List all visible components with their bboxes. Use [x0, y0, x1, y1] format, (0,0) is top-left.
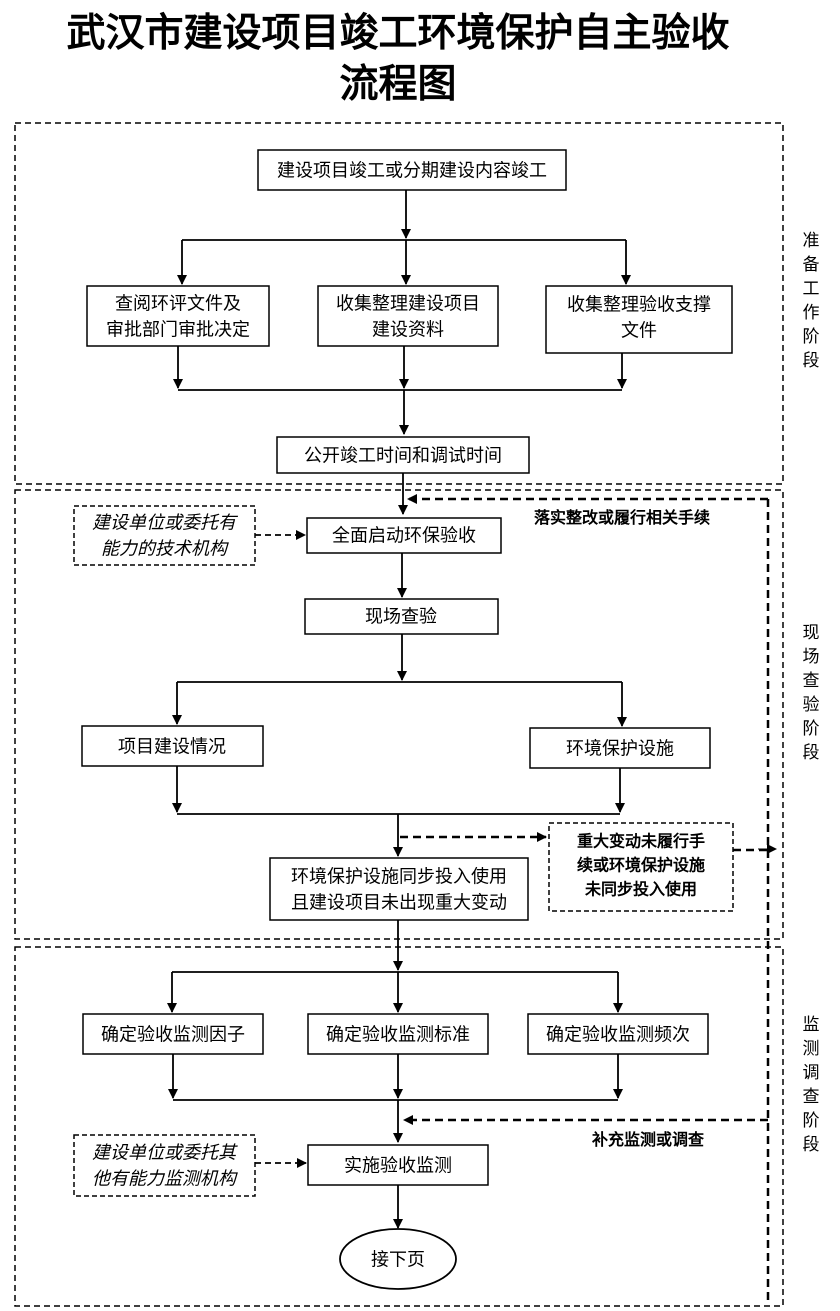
node-builder-monitor: 建设单位或委托其他有能力监测机构 [92, 1142, 238, 1189]
node-major-change: 重大变动未履行手续或环境保护设施未同步投入使用 [577, 832, 705, 899]
stage-prep-frame [14, 122, 784, 485]
stage-label-monitor: 监测调查阶段 [803, 1015, 820, 1155]
node-collect-support-box [545, 285, 733, 354]
node-review-eia: 查阅环评文件及审批部门审批决定 [106, 293, 250, 340]
node-collect-support: 收集整理验收支撑文件 [567, 294, 711, 341]
node-frequency-box [527, 1013, 709, 1055]
node-frequency: 确定验收监测频次 [546, 1024, 690, 1045]
node-completion: 建设项目竣工或分期建设内容竣工 [277, 160, 547, 181]
node-start-acceptance: 全面启动环保验收 [332, 525, 476, 546]
node-text-line: 确定验收监测因子 [101, 1024, 245, 1045]
node-collect-project-box [317, 285, 499, 347]
node-factors: 确定验收监测因子 [101, 1024, 245, 1045]
node-text-line: 建设资料 [372, 319, 444, 340]
node-review-eia-box [86, 285, 270, 347]
node-text-line: 能力的技术机构 [101, 538, 229, 559]
node-builder-tech: 建设单位或委托有能力的技术机构 [92, 512, 239, 559]
node-next-page: 接下页 [371, 1249, 425, 1270]
node-text-line: 建设单位或委托有 [92, 512, 239, 533]
node-standards-box [307, 1013, 489, 1055]
stage-monitor-frame [14, 946, 784, 1307]
node-builder-monitor-box [73, 1134, 256, 1197]
node-implement: 实施验收监测 [344, 1155, 452, 1176]
node-env-facilities: 环境保护设施 [566, 738, 674, 759]
node-sync-no-change-box [269, 857, 529, 921]
node-implement-box [307, 1144, 489, 1186]
node-factors-box [82, 1013, 264, 1055]
node-text-line: 他有能力监测机构 [92, 1168, 238, 1189]
node-text-line: 全面启动环保验收 [332, 525, 476, 546]
node-text-line: 建设单位或委托其 [92, 1142, 238, 1163]
node-text-line: 续或环境保护设施 [577, 856, 705, 875]
node-text-line: 确定验收监测标准 [326, 1024, 470, 1045]
node-project-status: 项目建设情况 [118, 736, 226, 757]
node-text-line: 收集整理验收支撑 [567, 294, 711, 315]
node-collect-project: 收集整理建设项目建设资料 [336, 293, 480, 340]
node-env-facilities-box [529, 727, 711, 769]
node-publish-time-box [276, 436, 530, 474]
node-text-line: 且建设项目未出现重大变动 [291, 892, 507, 913]
node-site-inspection-box [304, 598, 499, 635]
node-text-line: 接下页 [371, 1249, 425, 1270]
node-text-line: 未同步投入使用 [584, 880, 697, 899]
stage-label-inspect: 现场查验阶段 [803, 623, 820, 763]
node-text-line: 建设项目竣工或分期建设内容竣工 [277, 160, 547, 181]
node-text-line: 收集整理建设项目 [336, 293, 480, 314]
node-standards: 确定验收监测标准 [326, 1024, 470, 1045]
title-line2: 流程图 [339, 62, 456, 107]
node-major-change-box [548, 822, 734, 912]
node-text-line: 项目建设情况 [118, 736, 226, 757]
node-builder-tech-box [73, 505, 256, 566]
node-start-acceptance-box [306, 517, 502, 554]
label-rectify: 落实整改或履行相关手续 [534, 508, 710, 527]
node-text-line: 确定验收监测频次 [546, 1024, 690, 1045]
node-text-line: 现场查验 [365, 606, 437, 627]
node-text-line: 环境保护设施同步投入使用 [291, 866, 507, 887]
node-completion-box [257, 149, 567, 191]
node-sync-no-change: 环境保护设施同步投入使用且建设项目未出现重大变动 [291, 866, 507, 913]
node-next-page-shape [339, 1228, 457, 1290]
node-text-line: 环境保护设施 [566, 738, 674, 759]
node-text-line: 重大变动未履行手 [577, 832, 705, 851]
node-project-status-box [81, 725, 264, 767]
node-site-inspection: 现场查验 [365, 606, 437, 627]
stage-inspect-frame [14, 489, 784, 940]
label-supplement: 补充监测或调查 [591, 1130, 704, 1149]
node-text-line: 审批部门审批决定 [106, 319, 250, 340]
title-line1: 武汉市建设项目竣工环境保护自主验收 [66, 11, 729, 56]
node-text-line: 查阅环评文件及 [115, 293, 241, 314]
stage-label-prep: 准备工作阶段 [803, 231, 820, 371]
node-publish-time: 公开竣工时间和调试时间 [304, 445, 502, 466]
node-text-line: 公开竣工时间和调试时间 [304, 445, 502, 466]
node-text-line: 文件 [621, 320, 657, 341]
node-text-line: 实施验收监测 [344, 1155, 452, 1176]
